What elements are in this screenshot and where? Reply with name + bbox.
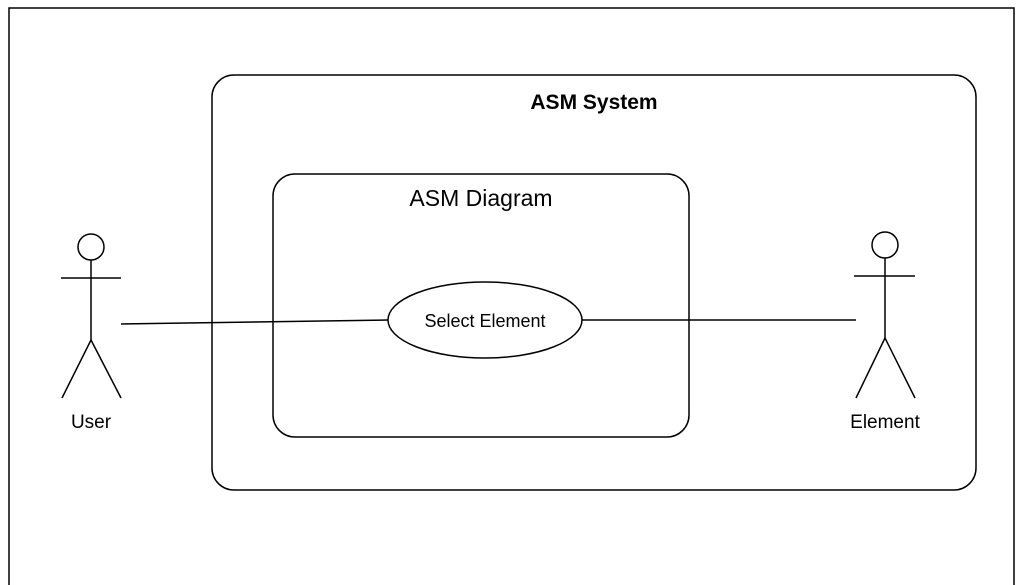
actor-element[interactable] bbox=[854, 231, 916, 399]
actor-user-left-leg bbox=[61, 339, 92, 399]
subsystem-title: ASM Diagram bbox=[409, 185, 552, 211]
actor-element-label: Element bbox=[850, 412, 920, 433]
actor-element-head bbox=[871, 231, 899, 259]
actor-user[interactable] bbox=[61, 233, 122, 399]
actor-element-right-leg bbox=[884, 337, 916, 399]
use-case-label: Select Element bbox=[424, 311, 545, 331]
actor-user-head bbox=[77, 233, 105, 261]
system-boundary[interactable] bbox=[211, 74, 977, 491]
outer-frame bbox=[8, 7, 1015, 585]
subsystem-boundary[interactable] bbox=[272, 173, 690, 438]
use-case-select-element[interactable] bbox=[387, 281, 583, 359]
actor-user-label: User bbox=[71, 412, 112, 433]
system-title: ASM System bbox=[530, 91, 657, 114]
association-user-select-element bbox=[120, 319, 389, 325]
actor-user-right-leg bbox=[90, 339, 122, 399]
actor-element-left-leg bbox=[855, 337, 886, 399]
